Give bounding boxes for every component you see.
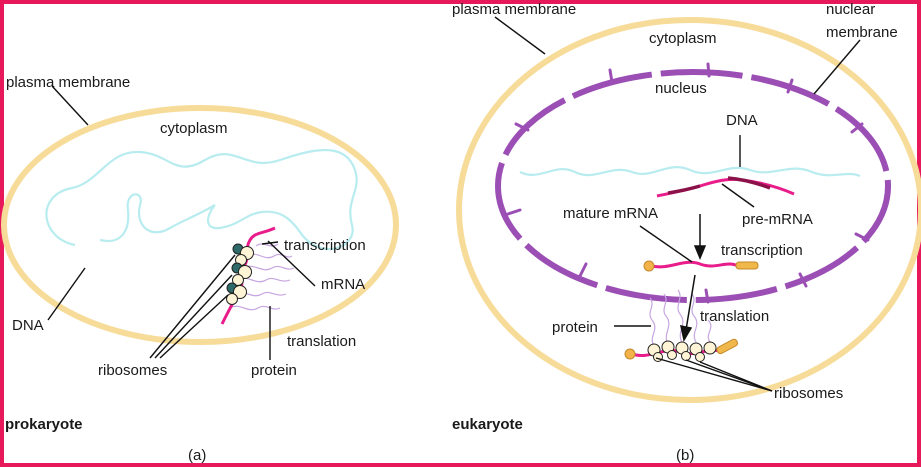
nuclear-membrane — [495, 69, 891, 303]
prokaryote-title: prokaryote — [5, 416, 83, 433]
eukaryote-dna — [519, 166, 861, 178]
eukaryote-transcription-label: transcription — [721, 242, 803, 259]
nuclear-membrane-label-line1: nuclear — [826, 1, 875, 18]
eukaryote-ribosomes-label: ribosomes — [774, 385, 843, 402]
prokaryote-panel: plasma membrane cytoplasm transcription … — [1, 74, 399, 464]
eukaryote-title: eukaryote — [452, 416, 523, 433]
eukaryote-protein-label: protein — [552, 319, 598, 336]
mature-mrna-label: mature mRNA — [563, 205, 658, 222]
eukaryote-ribosomes — [647, 340, 717, 362]
eukaryote-dna-label: DNA — [726, 112, 758, 129]
eukaryote-cytoplasm-label: cytoplasm — [649, 30, 717, 47]
prokaryote-dna — [45, 148, 358, 251]
prokaryote-mrna-label: mRNA — [321, 276, 365, 293]
prokaryote-translation-label: translation — [287, 333, 356, 350]
eukaryote-translation-label: translation — [700, 308, 769, 325]
nuclear-pores — [506, 62, 870, 304]
prokaryote-protein-label: protein — [251, 362, 297, 379]
eukaryote-cell-membrane — [456, 17, 921, 403]
prokaryote-dna-label: DNA — [12, 317, 44, 334]
eukaryote-proteins — [649, 289, 712, 347]
prokaryote-panel-label: (a) — [188, 447, 206, 464]
prokaryote-transcription-label: transcription — [284, 237, 366, 254]
process-arrows — [680, 214, 707, 343]
nucleus-label: nucleus — [655, 80, 707, 97]
mature-mrna-nucleus — [643, 260, 759, 272]
prokaryote-leader-lines — [47, 85, 316, 360]
eukaryote-panel-label: (b) — [676, 447, 694, 464]
eukaryote-plasma-membrane-label: plasma membrane — [452, 1, 576, 18]
pre-mrna-label: pre-mRNA — [742, 211, 813, 228]
eukaryote-leader-lines — [494, 16, 861, 392]
prokaryote-ribosomes — [226, 243, 254, 305]
prokaryote-ribosomes-label: ribosomes — [98, 362, 167, 379]
pre-mrna-intron-segment-2 — [727, 176, 771, 190]
eukaryote-panel: plasma membrane nuclear membrane cytopla… — [452, 1, 921, 464]
nuclear-membrane-label-line2: membrane — [826, 24, 898, 41]
pre-mrna-intron-segment — [667, 184, 701, 195]
prokaryote-plasma-membrane-label: plasma membrane — [6, 74, 130, 91]
pre-mrna — [656, 177, 795, 198]
prokaryote-cytoplasm-label: cytoplasm — [160, 120, 228, 137]
prokaryote-cell-membrane — [1, 105, 399, 345]
